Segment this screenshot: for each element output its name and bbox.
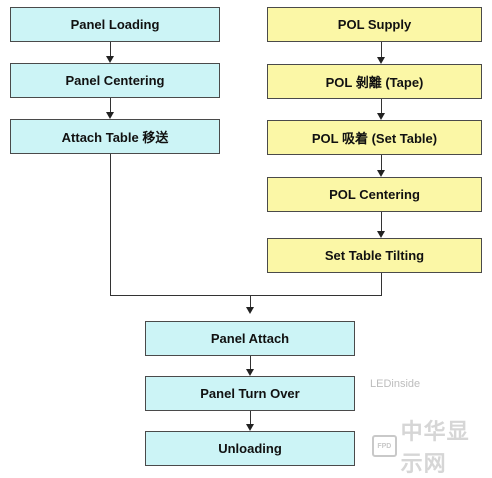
connector-line: [250, 411, 251, 424]
arrow-down: [246, 369, 254, 376]
arrow-down: [377, 170, 385, 177]
step-panel-turn-over: Panel Turn Over: [145, 376, 355, 411]
step-label: Attach Table 移送: [61, 130, 169, 145]
connector-line: [110, 98, 111, 112]
step-label: POL 吸着 (Set Table): [311, 131, 438, 146]
connector-line: [250, 295, 251, 307]
step-panel-attach: Panel Attach: [145, 321, 355, 356]
connector-line: [381, 212, 382, 231]
arrow-down: [377, 231, 385, 238]
step-pol-suction-set-table: POL 吸着 (Set Table): [267, 120, 482, 155]
step-set-table-tilting: Set Table Tilting: [267, 238, 482, 273]
step-label: POL Supply: [337, 17, 412, 32]
connector-line: [250, 356, 251, 369]
connector-line: [381, 155, 382, 170]
merge-line-right: [381, 273, 382, 295]
watermark-subtext: LEDinside: [370, 378, 421, 390]
step-label: Panel Loading: [70, 17, 160, 32]
step-attach-table-transfer: Attach Table 移送: [10, 119, 220, 154]
arrow-down: [377, 57, 385, 64]
connector-line: [381, 99, 382, 113]
arrow-down: [246, 424, 254, 431]
step-label: Set Table Tilting: [324, 248, 425, 263]
step-pol-centering: POL Centering: [267, 177, 482, 212]
watermark: FPD 中华显示网: [372, 414, 492, 478]
step-label: POL Centering: [329, 187, 420, 202]
step-label: Panel Centering: [65, 73, 165, 88]
connector-line: [110, 42, 111, 56]
arrow-down: [106, 112, 114, 119]
step-label: Unloading: [218, 441, 282, 456]
step-pol-peel-tape: POL 剝離 (Tape): [267, 64, 482, 99]
step-label: Panel Attach: [210, 331, 290, 346]
step-panel-loading: Panel Loading: [10, 7, 220, 42]
watermark-logo-icon: FPD: [372, 435, 397, 457]
connector-line: [381, 42, 382, 57]
step-panel-centering: Panel Centering: [10, 63, 220, 98]
merge-line-horizontal: [110, 295, 382, 296]
arrow-down: [246, 307, 254, 314]
step-pol-supply: POL Supply: [267, 7, 482, 42]
step-label: Panel Turn Over: [200, 386, 300, 401]
arrow-down: [106, 56, 114, 63]
watermark-text: 中华显示网: [400, 419, 470, 476]
step-label: POL 剝離 (Tape): [325, 75, 424, 90]
merge-line-left: [110, 154, 111, 295]
step-unloading: Unloading: [145, 431, 355, 466]
arrow-down: [377, 113, 385, 120]
